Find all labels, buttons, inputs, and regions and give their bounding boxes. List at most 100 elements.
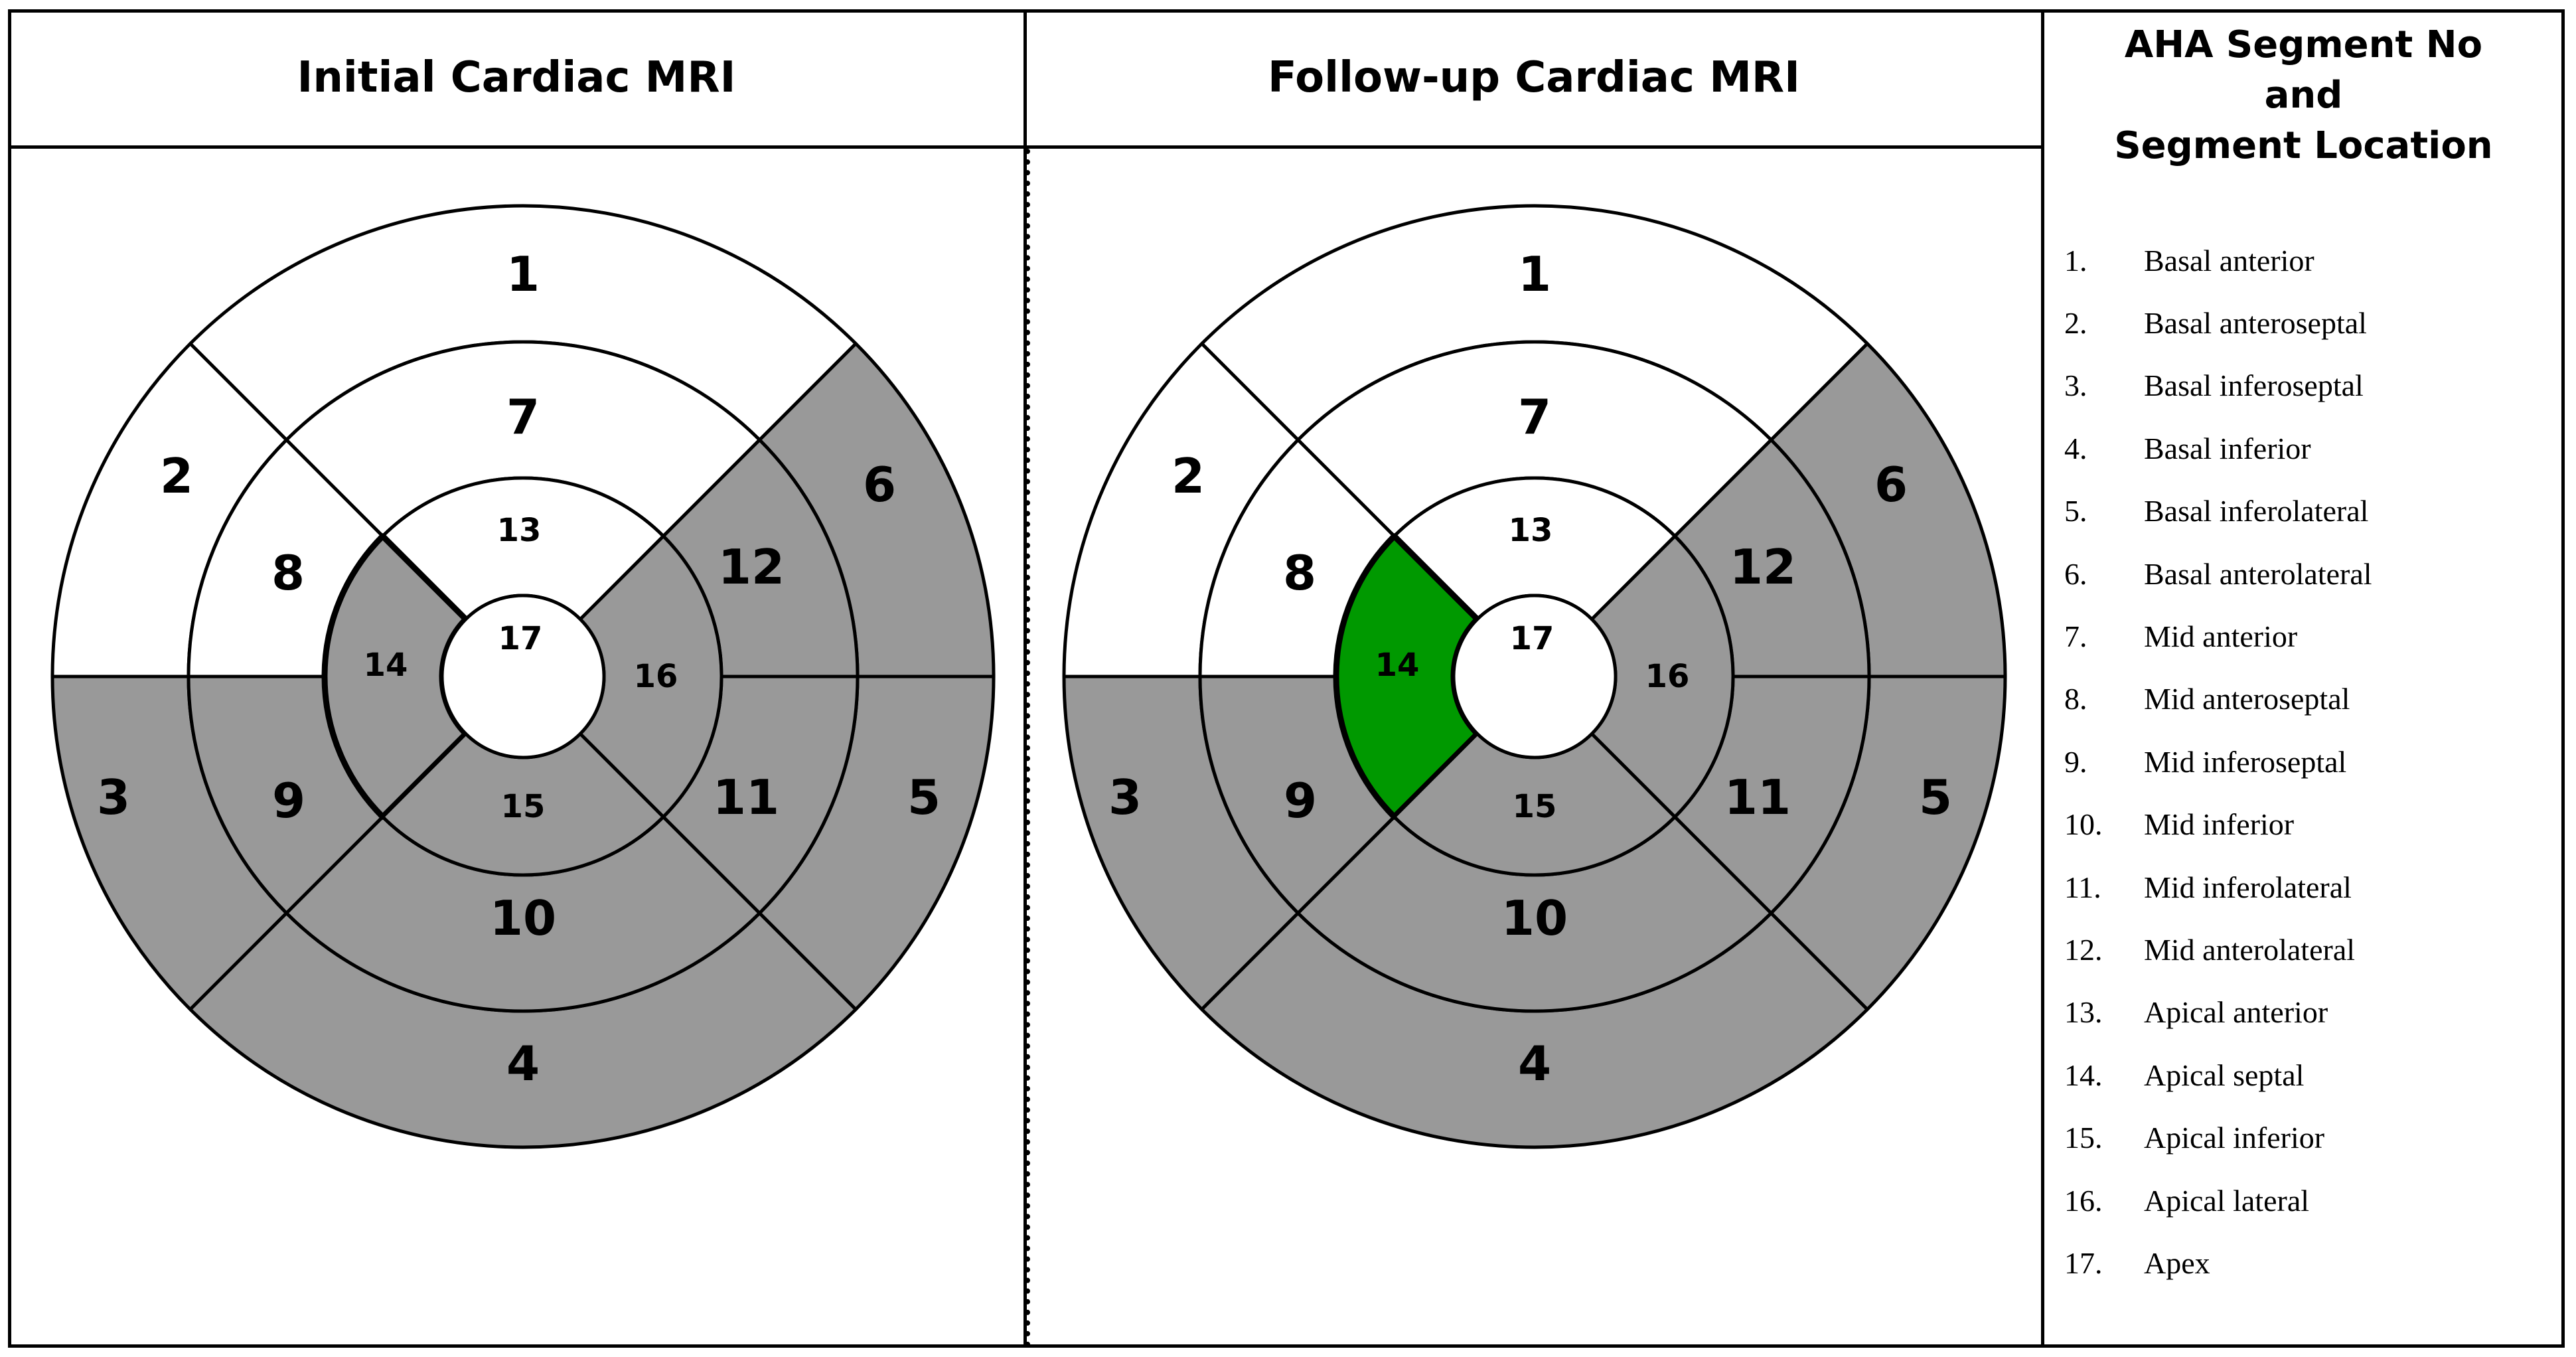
segment-label: 9 <box>272 773 305 829</box>
legend-title-line: AHA Segment No <box>2124 23 2483 66</box>
legend-title-line: and <box>2264 74 2343 117</box>
legend-item-number: 17. <box>2064 1245 2103 1280</box>
segment-legend-list: 1. Basal anterior 2. Basal anteroseptal 3. Ba… <box>2064 229 2372 1295</box>
legend-item: 17. Apex <box>2064 1232 2372 1294</box>
legend-item: 14. Apical septal <box>2064 1044 2372 1106</box>
segment-label: 7 <box>1518 389 1551 445</box>
legend-item-number: 3. <box>2064 368 2087 403</box>
legend-item-number: 6. <box>2064 556 2087 591</box>
segment-label: 11 <box>713 769 779 825</box>
segment-label: 4 <box>506 1036 540 1091</box>
legend-item-number: 14. <box>2064 1058 2103 1092</box>
segment-label: 6 <box>1874 457 1908 513</box>
legend-item: 6. Basal anterolateral <box>2064 542 2372 605</box>
segment-label: 2 <box>1172 448 1205 504</box>
legend-item: 7. Mid anterior <box>2064 605 2372 667</box>
legend-item: 12. Mid anterolateral <box>2064 918 2372 981</box>
legend-item-number: 10. <box>2064 807 2103 842</box>
legend-item-number: 5. <box>2064 494 2087 528</box>
segment-label: 2 <box>160 448 193 504</box>
legend-item-label: Apical anterior <box>2144 995 2328 1030</box>
legend-item: 8. Mid anteroseptal <box>2064 668 2372 730</box>
segment-label: 17 <box>498 620 543 657</box>
legend-item-number: 15. <box>2064 1121 2103 1155</box>
legend-item-label: Basal anteroseptal <box>2144 306 2367 341</box>
segment-label: 12 <box>1730 539 1796 595</box>
segment-label: 3 <box>1108 769 1142 825</box>
legend-item-label: Basal anterolateral <box>2144 556 2372 591</box>
panel-divider-dotted <box>1025 149 1030 1348</box>
segment-label: 13 <box>1509 512 1553 549</box>
legend-item-number: 11. <box>2064 870 2101 904</box>
legend-item-label: Apical septal <box>2144 1058 2305 1092</box>
segment-label: 5 <box>907 769 941 825</box>
legend-item-label: Mid anteroseptal <box>2144 682 2350 716</box>
legend-item: 9. Mid inferoseptal <box>2064 730 2372 793</box>
legend-title: AHA Segment No and Segment Location <box>2042 20 2565 171</box>
segment-label: 10 <box>490 890 556 946</box>
segment-label: 8 <box>271 545 305 601</box>
segment-label: 7 <box>506 389 540 445</box>
legend-item: 13. Apical anterior <box>2064 981 2372 1044</box>
legend-item-number: 13. <box>2064 995 2103 1030</box>
legend-item-label: Mid inferior <box>2144 807 2295 842</box>
figure-frame <box>8 9 2565 1348</box>
header-divider <box>8 145 2042 149</box>
legend-item-number: 8. <box>2064 682 2087 716</box>
legend-item-label: Mid anterolateral <box>2144 932 2356 967</box>
segment-17 <box>1452 594 1618 759</box>
segment-label: 1 <box>1518 246 1551 302</box>
segment-label: 17 <box>1510 620 1554 657</box>
legend-title-line: Segment Location <box>2114 124 2493 167</box>
segment-label: 5 <box>1919 769 1952 825</box>
legend-item: 5. Basal inferolateral <box>2064 480 2372 542</box>
panel-divider-right <box>2041 9 2044 1348</box>
legend-item-label: Basal inferolateral <box>2144 494 2369 528</box>
legend-item: 1. Basal anterior <box>2064 229 2372 291</box>
segment-label: 4 <box>1518 1036 1551 1091</box>
segment-label: 16 <box>634 658 678 695</box>
segment-label: 10 <box>1501 890 1568 946</box>
legend-item-label: Basal inferoseptal <box>2144 368 2364 403</box>
segment-label: 13 <box>497 512 542 549</box>
segment-label: 6 <box>863 457 896 513</box>
segment-label: 15 <box>1513 788 1557 825</box>
legend-item: 16. Apical lateral <box>2064 1169 2372 1232</box>
legend-item-label: Mid inferoseptal <box>2144 744 2347 779</box>
segment-label: 9 <box>1284 773 1317 829</box>
panel-title-initial: Initial Cardiac MRI <box>297 52 736 102</box>
legend-item-number: 16. <box>2064 1183 2103 1218</box>
legend-item-label: Apex <box>2144 1245 2210 1280</box>
legend-item-label: Basal anterior <box>2144 243 2314 278</box>
legend-item-label: Mid inferolateral <box>2144 870 2352 904</box>
legend-item-number: 4. <box>2064 431 2087 465</box>
legend-item: 11. Mid inferolateral <box>2064 856 2372 918</box>
legend-item-label: Apical inferior <box>2144 1121 2325 1155</box>
segment-label: 14 <box>1375 647 1420 684</box>
legend-item-number: 9. <box>2064 744 2087 779</box>
legend-item-label: Mid anterior <box>2144 619 2298 654</box>
segment-label: 8 <box>1283 545 1316 601</box>
segment-label: 15 <box>501 788 546 825</box>
legend-item: 3. Basal inferoseptal <box>2064 355 2372 417</box>
segment-label: 16 <box>1645 658 1690 695</box>
legend-item: 2. Basal anteroseptal <box>2064 291 2372 354</box>
segment-label: 14 <box>364 647 408 684</box>
legend-item-label: Apical lateral <box>2144 1183 2310 1218</box>
segment-label: 3 <box>97 769 130 825</box>
panel-title-followup: Follow-up Cardiac MRI <box>1268 52 1800 102</box>
segment-label: 1 <box>506 246 540 302</box>
segment-label: 11 <box>1724 769 1791 825</box>
legend-item-number: 7. <box>2064 619 2087 654</box>
legend-item: 10. Mid inferior <box>2064 793 2372 856</box>
legend-item-number: 12. <box>2064 932 2103 967</box>
legend-item-number: 1. <box>2064 243 2087 278</box>
segment-label: 12 <box>718 539 785 595</box>
legend-item-number: 2. <box>2064 306 2087 341</box>
legend-item: 15. Apical inferior <box>2064 1106 2372 1168</box>
legend-item-label: Basal inferior <box>2144 431 2311 465</box>
segment-17 <box>440 594 606 759</box>
legend-item: 4. Basal inferior <box>2064 417 2372 479</box>
